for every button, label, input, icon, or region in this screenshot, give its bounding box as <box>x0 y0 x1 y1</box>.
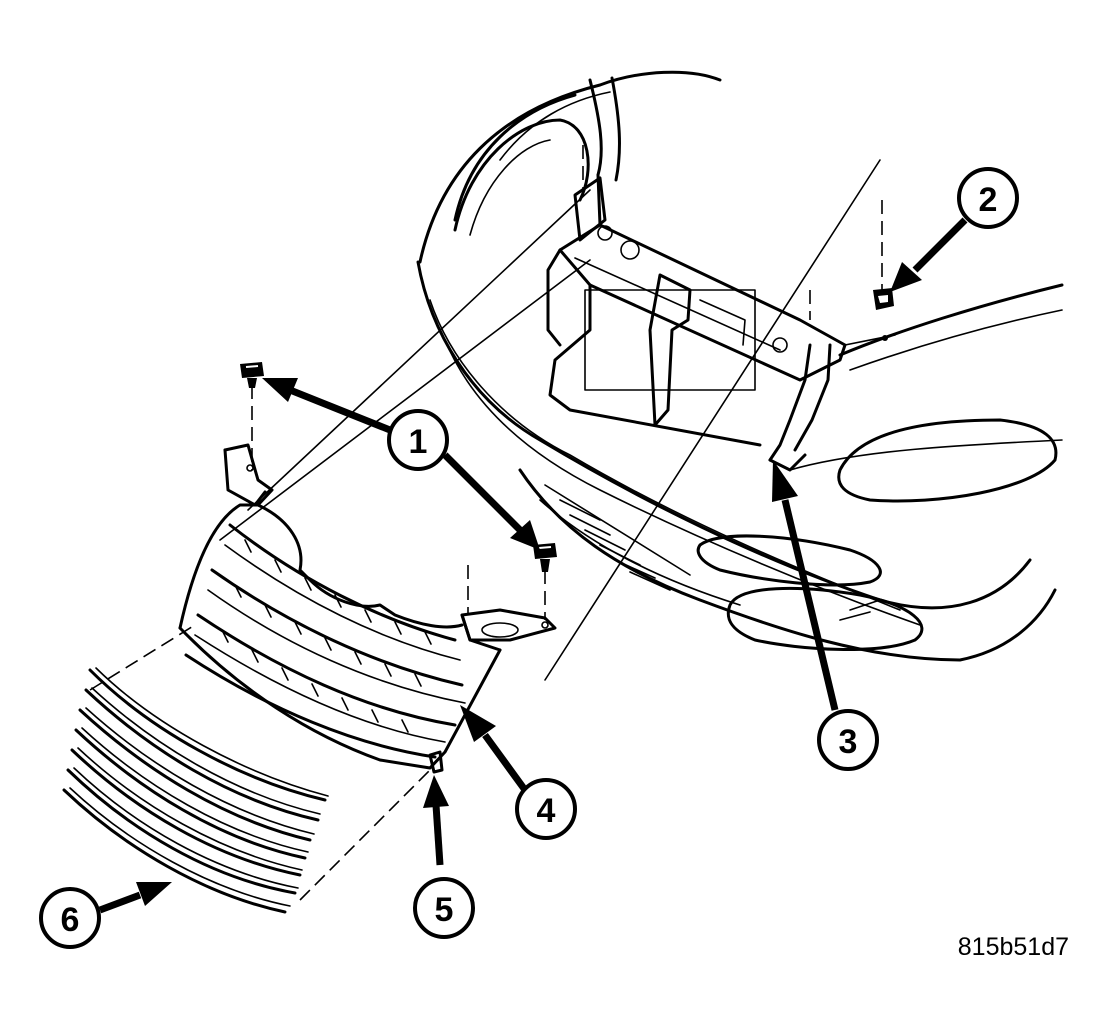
retainer-clip <box>873 288 894 310</box>
callout-6-label: 6 <box>61 901 80 939</box>
chrome-trim-strips <box>62 667 329 914</box>
radiator-support <box>546 173 896 472</box>
callout-2: 2 <box>957 167 1019 229</box>
callout-4: 4 <box>515 778 577 840</box>
vehicle-front-fascia <box>416 70 1064 662</box>
callout-5-label: 5 <box>435 891 454 929</box>
callout-1-label: 1 <box>409 423 428 461</box>
callout-3: 3 <box>817 709 879 771</box>
screw-left <box>240 362 264 388</box>
callout-6: 6 <box>39 887 101 949</box>
projection-line-upper <box>247 189 591 511</box>
alignment-line-chrome-lower <box>299 769 431 901</box>
grille-assembly <box>178 443 557 774</box>
callout-5: 5 <box>413 877 475 939</box>
leader-arrows <box>98 217 968 914</box>
projection-line-lower <box>219 259 591 541</box>
callout-4-label: 4 <box>537 792 556 830</box>
alignment-line-chrome <box>89 624 196 691</box>
projection-line-right <box>544 159 881 681</box>
callout-3-label: 3 <box>839 723 858 761</box>
callout-1: 1 <box>387 409 449 471</box>
callout-2-label: 2 <box>979 181 998 219</box>
figure-id: 815b51d7 <box>957 933 1069 961</box>
